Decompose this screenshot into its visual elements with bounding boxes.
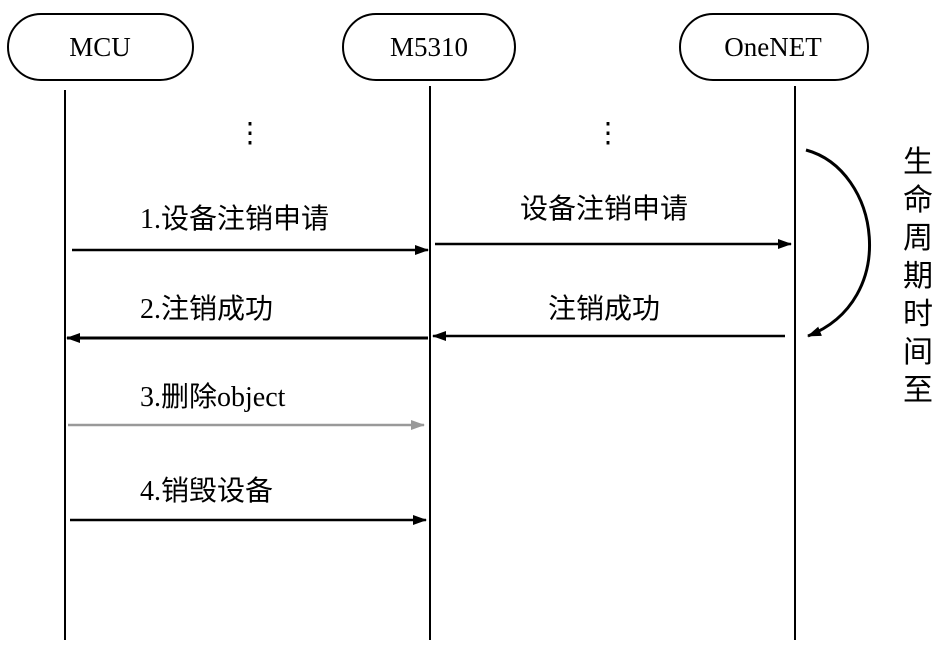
actor-mcu-label: MCU [69, 32, 131, 62]
actor-m5310-label: M5310 [390, 32, 468, 62]
message-1b-label: 设备注销申请 [520, 193, 688, 225]
message-2-label: 2.注销成功 [140, 293, 273, 325]
actor-onenet-label: OneNET [724, 32, 822, 62]
side-note-char: 间 [903, 336, 933, 369]
message-2b-label: 注销成功 [548, 293, 660, 325]
actor-mcu: MCU [7, 13, 194, 81]
message-1-label: 1.设备注销申请 [140, 203, 329, 235]
actor-onenet: OneNET [679, 13, 869, 81]
side-note-char: 时 [903, 298, 933, 331]
side-note-char: 生 [903, 146, 933, 179]
side-note-char: 周 [903, 222, 933, 255]
side-note-char: 期 [903, 260, 933, 293]
lifetime-loop-arrow [805, 148, 871, 338]
side-note-char: 命 [903, 184, 933, 217]
message-3-label: 3.删除object [140, 381, 286, 413]
actor-m5310: M5310 [342, 13, 516, 81]
message-4-label: 4.销毁设备 [140, 475, 273, 507]
ellipsis-right: ⋮ [594, 118, 622, 149]
side-note-char: 至 [903, 374, 933, 407]
ellipsis-left: ⋮ [236, 118, 264, 149]
